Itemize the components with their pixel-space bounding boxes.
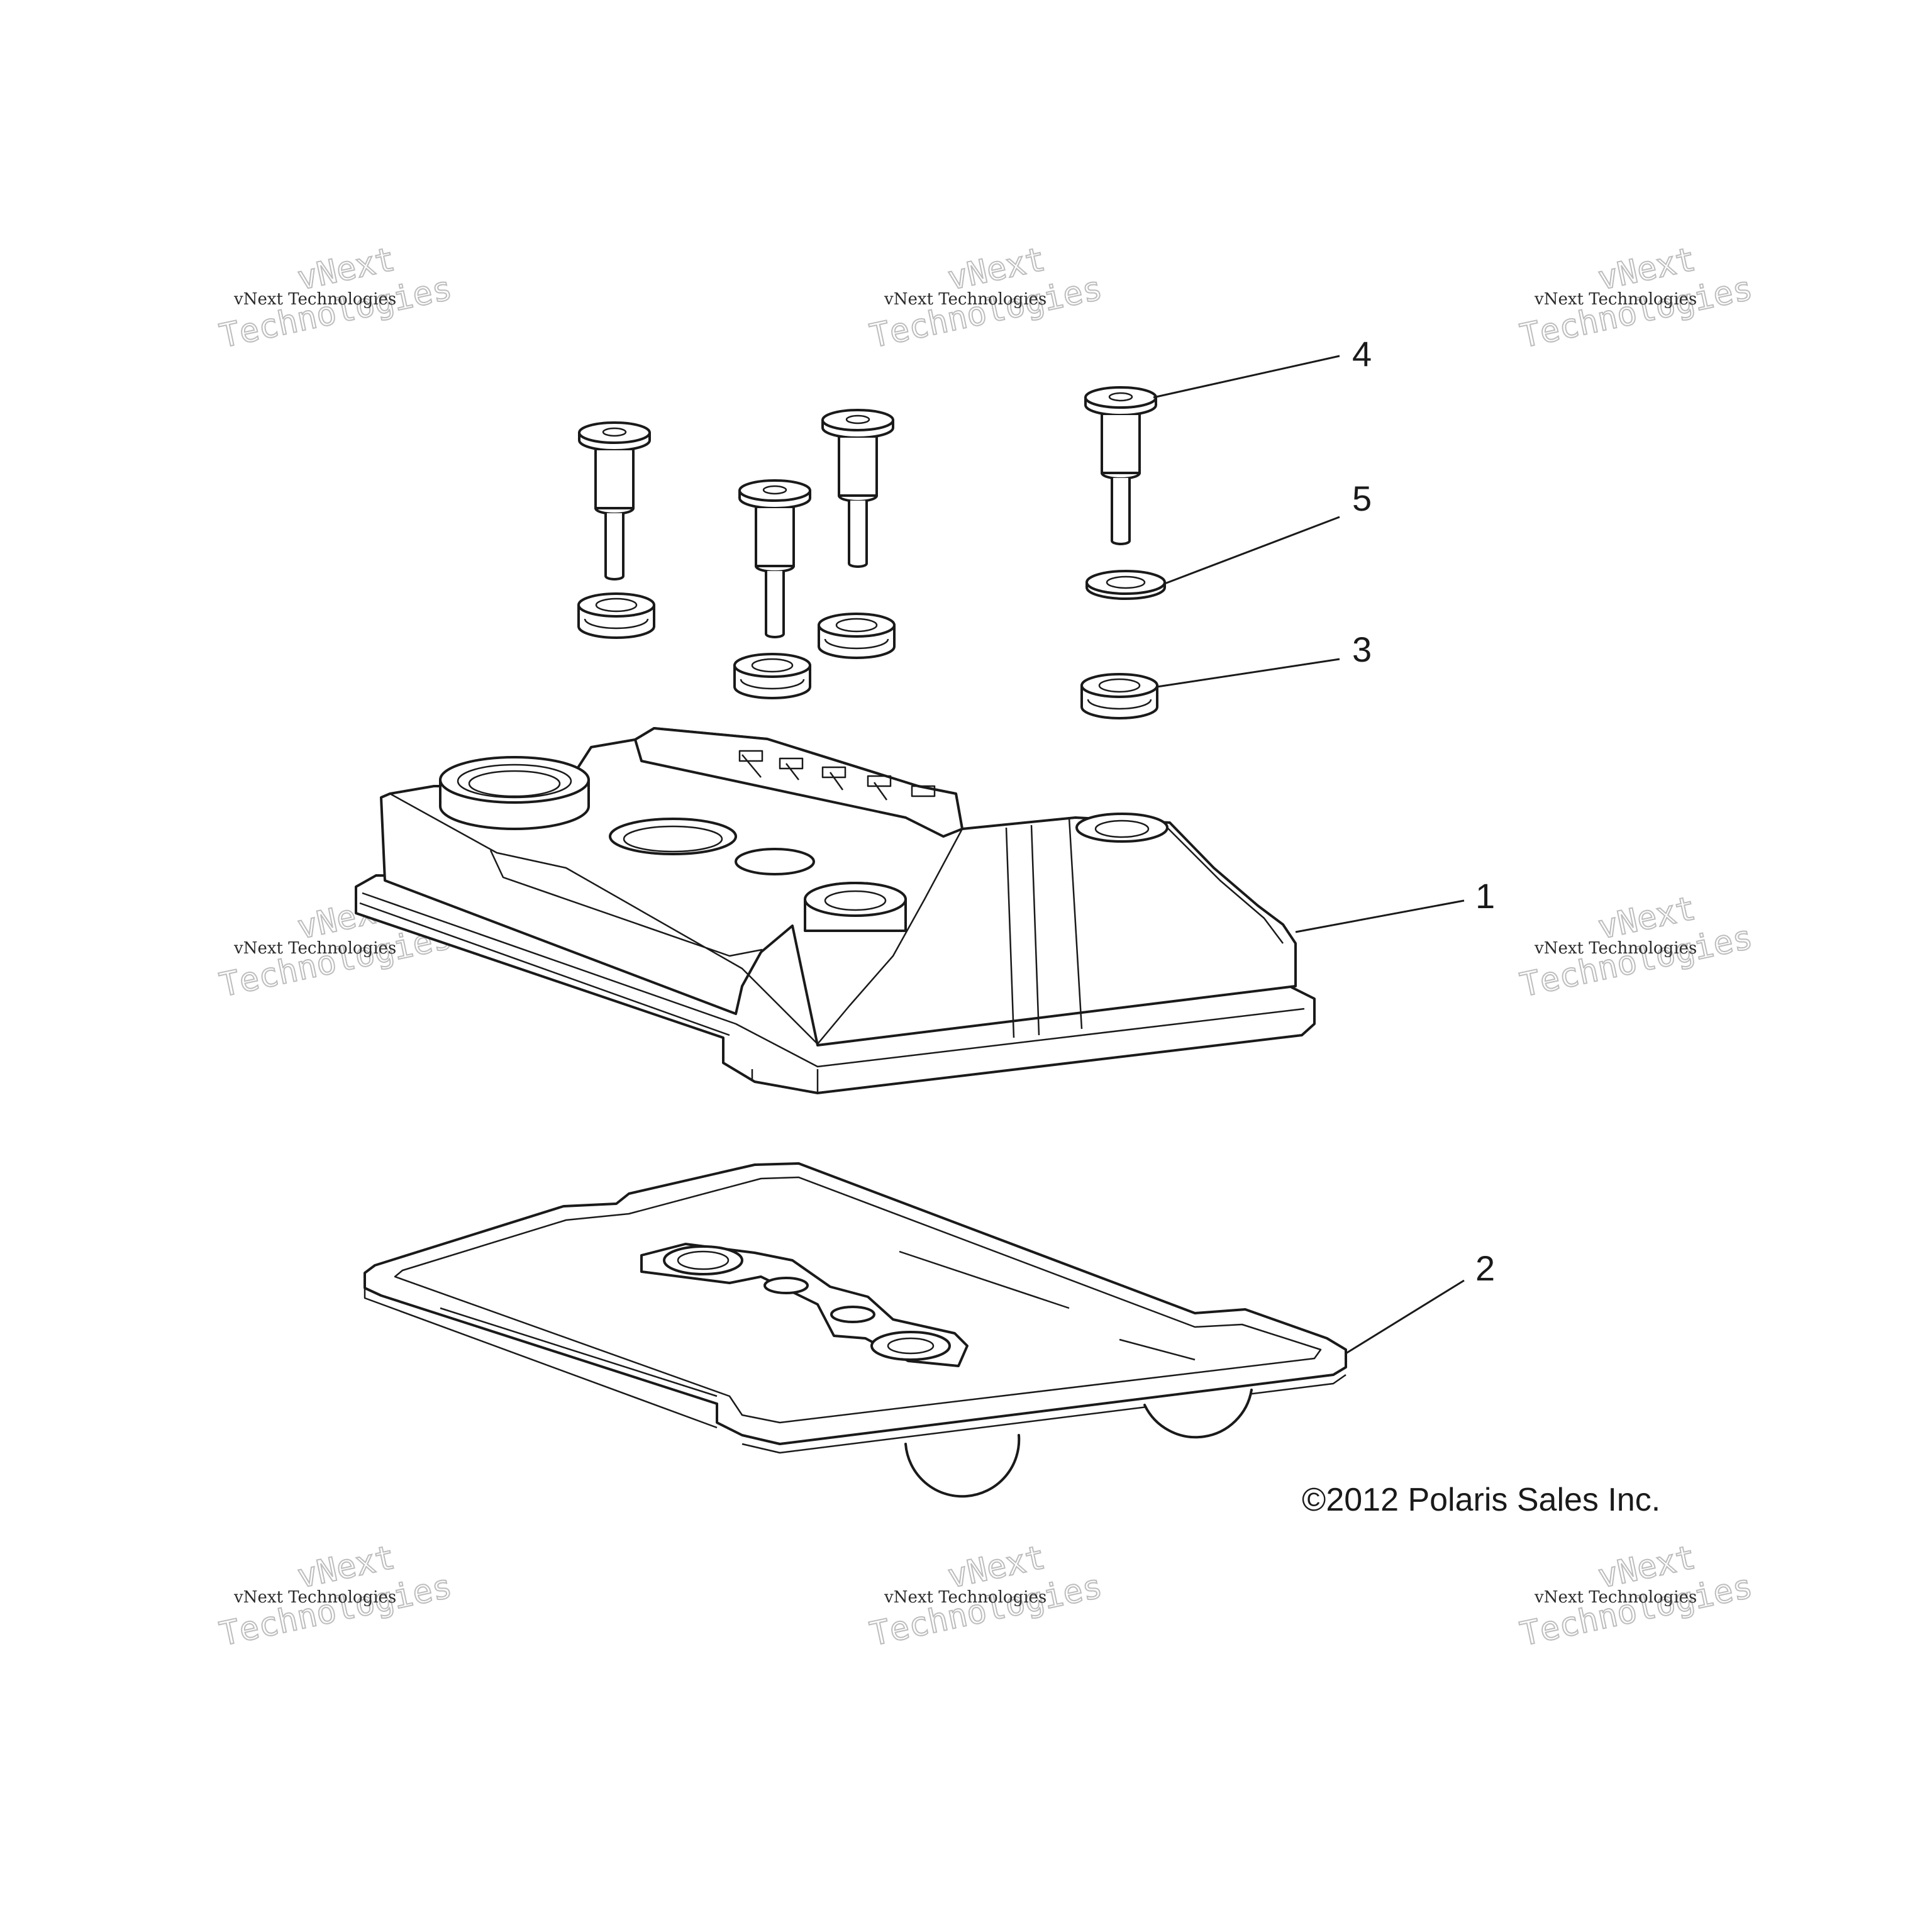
grommet-center-left	[733, 653, 811, 699]
washer	[1085, 570, 1166, 600]
watermark-caption: vNext Technologies	[884, 1588, 1046, 1607]
valve-cover	[355, 727, 1316, 1094]
grommet-left	[577, 592, 655, 639]
screw-center-right	[821, 409, 894, 568]
screw-left	[578, 421, 651, 580]
watermark-caption: vNext Technologies	[884, 290, 1046, 309]
watermark-caption: vNext Technologies	[1534, 939, 1697, 958]
callout-5: 5	[1352, 479, 1372, 518]
watermark-caption: vNext Technologies	[233, 290, 396, 309]
watermark-caption: vNext Technologies	[1534, 290, 1697, 309]
copyright-notice: ©2012 Polaris Sales Inc.	[1302, 1482, 1660, 1518]
watermark-caption: vNext Technologies	[1534, 1588, 1697, 1607]
leader-lines	[1153, 355, 1465, 1355]
callout-3: 3	[1352, 630, 1372, 669]
gasket	[364, 1162, 1347, 1498]
callout-4: 4	[1352, 334, 1372, 374]
screw-right	[1084, 386, 1157, 545]
watermark-caption: vNext Technologies	[233, 939, 396, 958]
callout-2: 2	[1475, 1248, 1495, 1288]
grommet-right	[1080, 673, 1158, 719]
screw-center-left	[738, 479, 811, 638]
watermark-caption: vNext Technologies	[233, 1588, 396, 1607]
callout-1: 1	[1475, 876, 1495, 916]
grommet-center-right	[818, 613, 896, 659]
